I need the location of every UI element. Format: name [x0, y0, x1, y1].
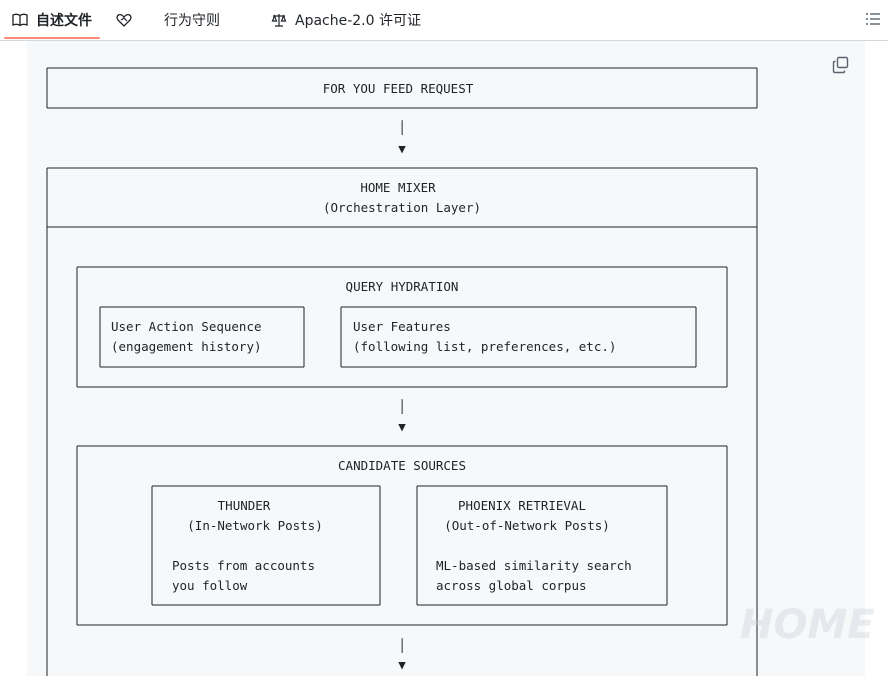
tab-license[interactable]: Apache-2.0 许可证 — [271, 0, 421, 40]
tab-readme-label: 自述文件 — [36, 13, 92, 29]
tab-license-label: Apache-2.0 许可证 — [295, 13, 421, 29]
copy-icon[interactable] — [832, 56, 850, 74]
active-tab-indicator — [4, 37, 100, 39]
code-block — [27, 41, 865, 676]
scale-icon — [271, 14, 287, 27]
tab-code-of-conduct[interactable]: 行为守则 — [116, 0, 220, 40]
list-icon[interactable] — [864, 10, 882, 28]
repo-tab-bar: 自述文件 行为守则 Apache-2.0 许可证 — [0, 0, 888, 41]
tab-readme[interactable]: 自述文件 — [12, 0, 92, 40]
book-icon — [12, 13, 28, 27]
tab-code-of-conduct-label: 行为守则 — [164, 13, 220, 29]
heart-handshake-icon — [116, 14, 132, 27]
